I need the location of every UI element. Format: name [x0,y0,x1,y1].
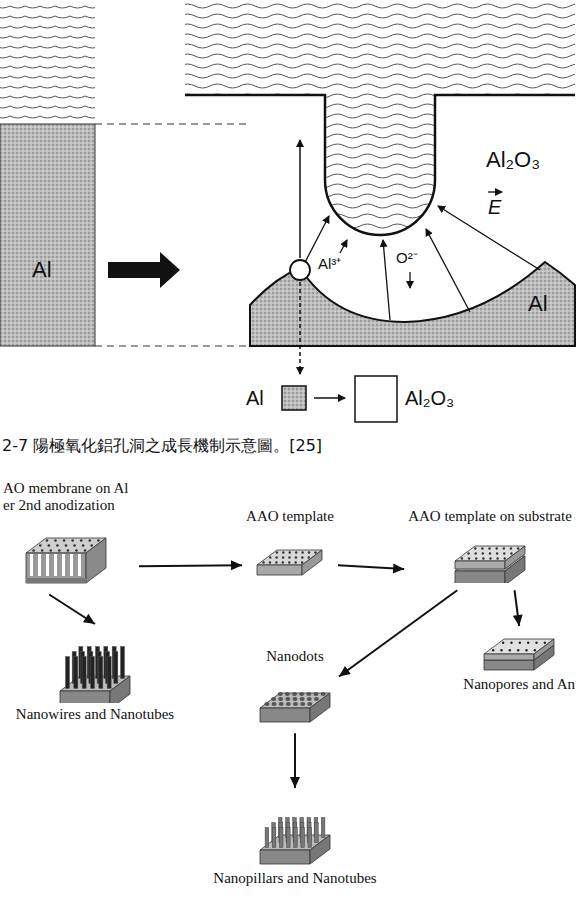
flow-line [49,595,95,625]
electrolyte-wave [180,104,578,108]
flow-arrow [139,560,242,570]
figure-caption: 2-7 陽極氧化鋁孔洞之成長機制示意圖。[25] [2,436,322,457]
flow-arrow [513,590,523,626]
electrolyte-wave [0,16,95,18]
arrow-head [231,560,242,570]
part-label: Al₂O₃ [405,387,454,409]
process-step: AAO template on substrate [408,508,572,586]
electrolyte-wave [180,184,578,188]
process-step: AAO template [246,508,334,581]
nano-structure-icon [479,633,559,673]
step-label: Nanowires and Nanotubes [16,706,174,723]
flow-line [339,590,457,676]
nano-structure-icon [255,795,335,867]
electrolyte-wave [0,96,95,98]
arrow-head [393,563,404,573]
electrolyte-wave [180,204,578,208]
part-label: Al³⁺ [318,256,341,273]
nano-structure-icon [252,528,327,578]
electrolyte-wave [0,66,95,68]
electrolyte-wave [180,124,578,128]
electrolyte-wave [180,174,578,178]
part-label: Al₂O₃ [486,148,540,172]
electrolyte-wave [180,74,578,78]
flow-arrow [49,595,95,625]
electrolyte-wave [0,36,95,38]
electrolyte-wave [0,116,95,118]
nano-structure-icon [55,631,135,703]
electrolyte-wave [0,26,95,28]
growth-illustration [0,0,578,470]
arrow-head [83,614,95,624]
electrolyte-wave [180,134,578,138]
electrolyte-wave [180,54,578,58]
electrolyte-wave [180,84,578,88]
electrolyte-wave [180,114,578,118]
nano-structure-icon [450,528,530,583]
step-label: Nanodots [266,648,324,665]
arrow-head [513,614,523,626]
step-label: AAO template on substrate [408,508,572,525]
electrolyte-wave [180,14,578,18]
nano-structure-icon [255,668,335,726]
electrolyte-wave [180,24,578,28]
part-label: E [488,196,501,218]
process-step: Nanopores and An [463,630,575,693]
electrolyte-wave [0,76,95,78]
step-label: AAO template [246,508,334,525]
part-label: Al [246,387,264,409]
electrolyte-wave [0,56,95,58]
process-step: Nanodots [255,648,335,729]
electrolyte-wave [180,214,578,218]
step-label: AO membrane on Al er 2nd anodization [3,480,135,515]
arrow-head [339,666,351,677]
flow-arrow [338,563,404,573]
electrolyte-wave [0,86,95,88]
process-step: Nanopillars and Nanotubes [213,792,376,887]
part-label: Al [32,258,52,282]
flow-arrow [290,733,300,788]
electrolyte-wave [0,6,95,8]
electrolyte-wave [180,4,578,8]
arrow-head [290,777,300,788]
part-label: Al [528,292,548,316]
electrolyte-wave [180,64,578,68]
electrolyte-wave [180,194,578,198]
electrolyte-wave [180,34,578,38]
process-step: AO membrane on Al er 2nd anodization [3,480,135,591]
step-label: Nanopillars and Nanotubes [213,870,376,887]
nano-structure-icon [21,518,111,588]
electrolyte-wave [180,44,578,48]
step-label: Nanopores and An [463,676,575,693]
part-label: O²⁻ [396,250,418,267]
flow-arrow [339,590,457,676]
electrolyte-wave [0,106,95,108]
flow-line [139,565,242,566]
process-step: Nanowires and Nanotubes [16,628,174,723]
electrolyte-wave [180,224,578,228]
electrolyte-wave [0,46,95,48]
